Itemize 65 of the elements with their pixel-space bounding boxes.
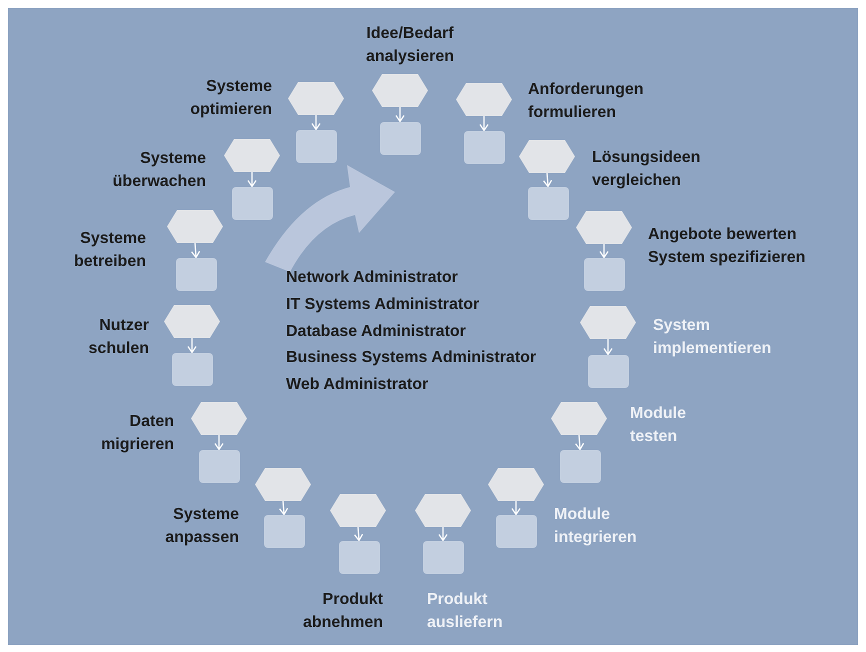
arrow	[354, 526, 364, 542]
event-hexagon	[456, 82, 512, 116]
function-box	[422, 540, 464, 574]
event-hexagon	[164, 304, 220, 338]
arrow	[438, 526, 448, 542]
function-box	[172, 352, 212, 386]
arrow	[603, 338, 613, 356]
step-label: Systeme optimieren	[190, 77, 272, 120]
step-label: Module testen	[630, 404, 686, 447]
arrow	[190, 242, 200, 258]
event-hexagon	[576, 210, 632, 244]
step-label: Anforderungen formulieren	[528, 80, 644, 123]
step-label: Produkt ausliefern	[427, 590, 503, 633]
function-box	[380, 122, 420, 154]
event-hexagon	[167, 210, 223, 242]
function-box	[198, 450, 240, 482]
arrow	[214, 434, 224, 450]
arrow	[542, 172, 552, 188]
event-hexagon	[551, 402, 607, 434]
role-name: Database Administrator	[286, 322, 466, 342]
function-box	[232, 186, 272, 220]
event-hexagon	[255, 468, 311, 500]
event-hexagon	[488, 468, 544, 500]
step-label: Daten migrieren	[101, 412, 174, 455]
step-label: Systeme betreiben	[74, 229, 146, 272]
arrow	[479, 116, 489, 132]
function-box	[528, 186, 568, 220]
event-hexagon	[224, 138, 280, 172]
step-label: Nutzer schulen	[88, 316, 149, 359]
step-label: Produkt abnehmen	[302, 590, 383, 633]
function-box	[560, 450, 600, 482]
function-box	[584, 258, 624, 290]
function-box	[588, 354, 628, 388]
step-label: Angebote bewerten System spezifizieren	[648, 225, 806, 268]
event-hexagon	[288, 82, 344, 114]
arrow	[511, 500, 521, 516]
event-hexagon	[415, 494, 471, 526]
event-hexagon	[330, 494, 386, 526]
arrow	[311, 114, 321, 130]
arrow	[574, 434, 584, 450]
arrow	[599, 244, 609, 258]
event-hexagon	[519, 140, 575, 172]
event-hexagon	[191, 402, 247, 434]
role-name: Web Administrator	[286, 375, 428, 396]
event-hexagon	[580, 306, 636, 338]
step-label: Idee/Bedarf analysieren	[364, 24, 456, 67]
step-label: Module integrieren	[554, 505, 637, 548]
step-label: Systeme anpassen	[165, 505, 239, 548]
function-box	[264, 514, 304, 548]
step-label: Lösungsideen vergleichen	[592, 148, 700, 191]
arrow	[187, 338, 197, 354]
function-box	[296, 130, 336, 162]
function-box	[464, 130, 504, 164]
arrow	[278, 500, 288, 516]
function-box	[176, 258, 216, 290]
arrow	[247, 172, 257, 188]
step-label: System implementieren	[653, 316, 772, 359]
event-hexagon	[372, 74, 428, 106]
function-box	[338, 540, 380, 574]
function-box	[496, 514, 536, 548]
role-name: Network Administrator	[286, 268, 458, 288]
role-name: Business Systems Administrator	[286, 348, 536, 368]
step-label: Systeme überwachen	[112, 149, 206, 192]
role-name: IT Systems Administrator	[286, 294, 480, 315]
arrow	[395, 106, 405, 122]
